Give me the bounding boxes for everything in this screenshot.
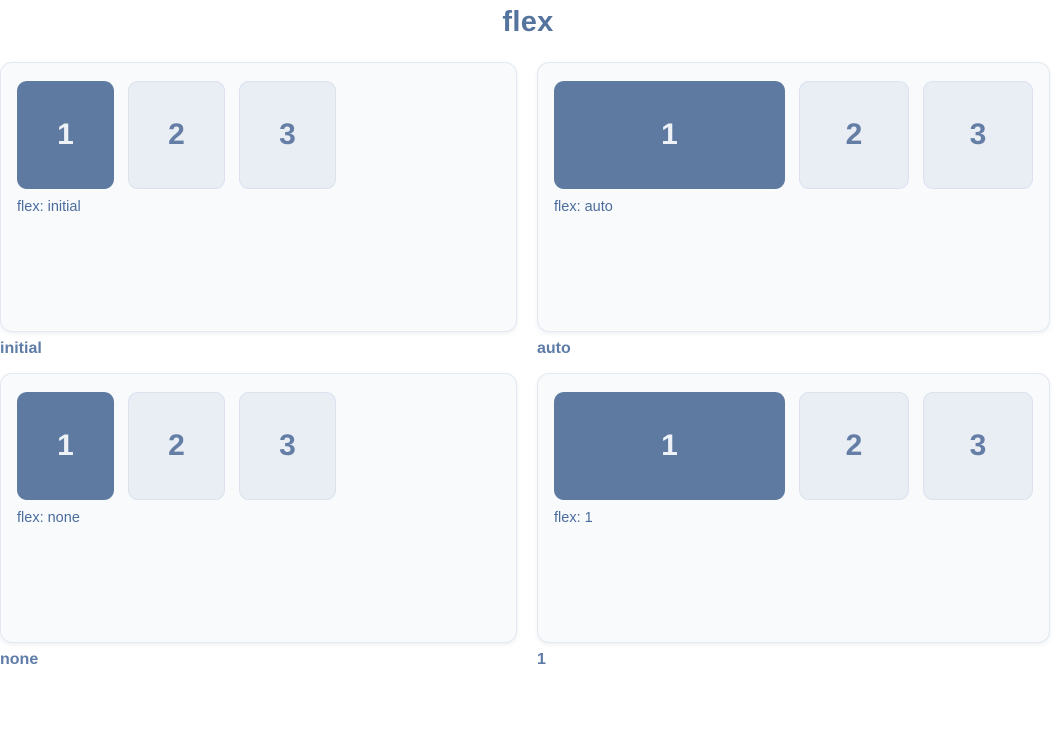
flex-item-2: 2: [128, 81, 225, 189]
flex-item-2: 2: [128, 392, 225, 500]
flex-property-label: flex: 1: [554, 510, 593, 526]
flex-property-label: flex: auto: [554, 199, 613, 215]
panel-caption-auto: auto: [537, 340, 571, 357]
flex-item-3: 3: [239, 392, 336, 500]
flex-property-label: flex: initial: [17, 199, 81, 215]
flex-item-1: 1: [554, 81, 785, 189]
demo-cell-auto: 1 2 3 flex: auto auto: [537, 62, 1050, 358]
panel-caption-none: none: [0, 651, 39, 668]
demo-panel-1: 1 2 3 flex: 1: [537, 373, 1050, 643]
flex-row: 1 2 3: [17, 392, 500, 500]
page-title: flex: [502, 6, 554, 38]
demo-panel-auto: 1 2 3 flex: auto: [537, 62, 1050, 332]
flex-item-3: 3: [923, 81, 1033, 189]
panel-caption-initial: initial: [0, 340, 42, 357]
flex-item-1: 1: [554, 392, 785, 500]
demo-panel-initial: 1 2 3 flex: initial: [0, 62, 517, 332]
flex-item-3: 3: [239, 81, 336, 189]
demo-grid: 1 2 3 flex: initial initial 1 2 3 flex: …: [0, 62, 1056, 669]
flex-item-2: 2: [799, 392, 909, 500]
demo-cell-none: 1 2 3 flex: none none: [0, 373, 517, 669]
flex-item-3: 3: [923, 392, 1033, 500]
flex-row: 1 2 3: [554, 81, 1033, 189]
flex-row: 1 2 3: [554, 392, 1033, 500]
flex-row: 1 2 3: [17, 81, 500, 189]
flex-item-2: 2: [799, 81, 909, 189]
flex-item-1: 1: [17, 81, 114, 189]
demo-cell-initial: 1 2 3 flex: initial initial: [0, 62, 517, 358]
panel-caption-1: 1: [537, 651, 546, 668]
demo-cell-1: 1 2 3 flex: 1 1: [537, 373, 1050, 669]
demo-panel-none: 1 2 3 flex: none: [0, 373, 517, 643]
flex-item-1: 1: [17, 392, 114, 500]
flex-property-label: flex: none: [17, 510, 80, 526]
